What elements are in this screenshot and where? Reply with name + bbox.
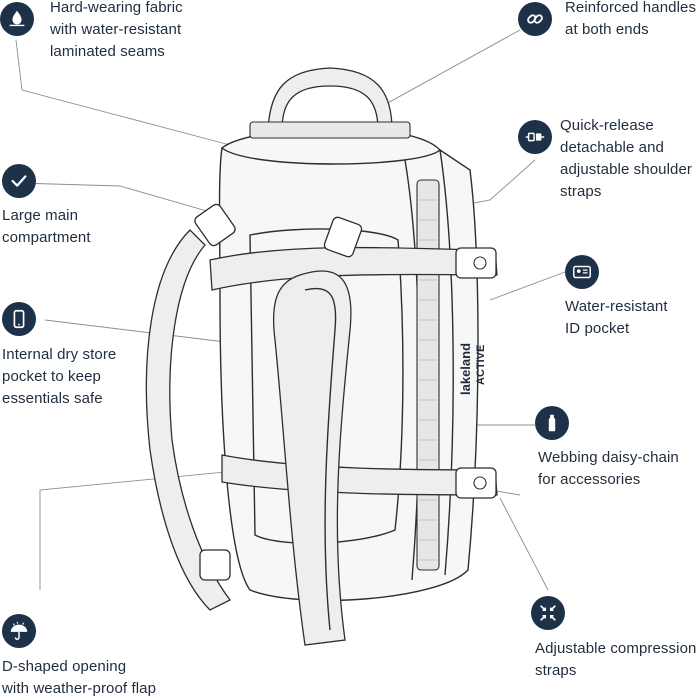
handles-line2: at both ends: [565, 21, 649, 38]
compression-line1: Adjustable compression: [535, 640, 697, 657]
fabric-line3: laminated seams: [50, 43, 165, 60]
idpocket-line2: ID pocket: [565, 320, 630, 337]
drystore-line2: pocket to keep: [2, 368, 101, 385]
compress-arrows-icon: [531, 596, 565, 630]
main-line1: Large main: [2, 207, 79, 224]
water-drop-icon: [0, 2, 34, 36]
opening-line1: D-shaped opening: [2, 658, 127, 675]
brand-line1: lakeland: [458, 343, 473, 395]
idpocket-line1: Water-resistant: [565, 298, 668, 315]
compression-line2: straps: [535, 662, 577, 679]
straps-line2: detachable and: [560, 139, 664, 156]
straps-line4: straps: [560, 183, 602, 200]
id-card-icon: [565, 255, 599, 289]
chain-link-icon: [518, 2, 552, 36]
straps-line3: adjustable shoulder: [560, 161, 692, 178]
buckle-icon: [518, 120, 552, 154]
bag-body: [218, 127, 479, 602]
checkmark-icon: [2, 164, 36, 198]
daisy-line2: for accessories: [538, 471, 641, 488]
drystore-line1: Internal dry store: [2, 346, 117, 363]
brand-line2: ACTIVE: [475, 345, 487, 385]
phone-icon: [2, 302, 36, 336]
top-handle: [249, 67, 411, 139]
umbrella-icon: [2, 614, 36, 648]
daisy-line1: Webbing daisy-chain: [538, 449, 679, 466]
handles-line1: Reinforced handles: [565, 0, 697, 16]
brand-logo: lakeland ACTIVE: [458, 343, 487, 395]
shoulder-strap: [194, 203, 363, 646]
straps-line1: Quick-release: [560, 117, 654, 134]
fabric-line2: with water-resistant: [50, 21, 182, 38]
opening-line2: with weather-proof flap: [2, 680, 157, 697]
fabric-line1: Hard-wearing fabric: [50, 0, 183, 16]
main-line2: compartment: [2, 229, 91, 246]
bottle-icon: [535, 406, 569, 440]
drystore-line3: essentials safe: [2, 390, 103, 407]
